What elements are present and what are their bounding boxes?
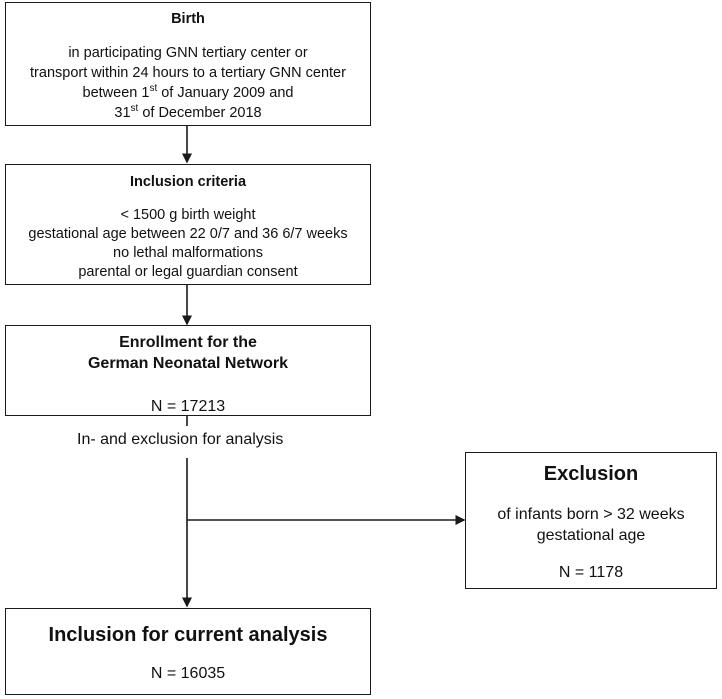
current-analysis-box: Inclusion for current analysis N = 16035: [5, 608, 371, 695]
birth-line-2: transport within 24 hours to a tertiary …: [30, 65, 346, 81]
analysis-label: In- and exclusion for analysis: [77, 431, 284, 448]
inclusion-criteria-title: Inclusion criteria: [129, 174, 247, 190]
enrollment-count: N = 17213: [150, 398, 226, 415]
exclusion-line-1: of infants born > 32 weeks: [497, 506, 685, 523]
birth-line-4: 31st of December 2018: [114, 103, 262, 121]
birth-line-1: in participating GNN tertiary center or: [68, 45, 308, 61]
inclusion-criteria-item: parental or legal guardian consent: [78, 264, 298, 280]
inclusion-criteria-item: < 1500 g birth weight: [120, 207, 256, 223]
exclusion-line-2: gestational age: [536, 527, 646, 544]
birth-title: Birth: [171, 11, 205, 27]
enrollment-title-line-1: Enrollment for the: [119, 334, 257, 351]
exclusion-count: N = 1178: [558, 564, 624, 581]
enrollment-box: Enrollment for the German Neonatal Netwo…: [5, 325, 371, 416]
inclusion-criteria-item: gestational age between 22 0/7 and 36 6/…: [28, 226, 348, 242]
inclusion-criteria-box: Inclusion criteria < 1500 g birth weight…: [5, 164, 371, 285]
inclusion-criteria-item: no lethal malformations: [113, 245, 263, 261]
current-analysis-count: N = 16035: [150, 665, 226, 682]
enrollment-title-line-2: German Neonatal Network: [87, 355, 289, 372]
exclusion-title: Exclusion: [543, 463, 639, 485]
birth-line-3: between 1st of January 2009 and: [82, 83, 294, 101]
exclusion-box: Exclusion of infants born > 32 weeks ges…: [465, 452, 717, 589]
current-analysis-title: Inclusion for current analysis: [48, 624, 328, 646]
birth-box: Birth in participating GNN tertiary cent…: [5, 2, 371, 126]
